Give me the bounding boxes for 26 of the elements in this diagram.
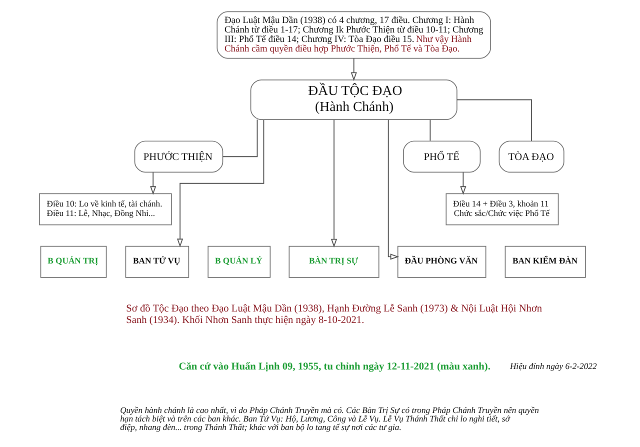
connector xyxy=(456,99,532,142)
label: Sơ đồ Tộc Đạo theo Đạo Luật Mậu Dần (1938), Hạnh Đường Lễ Sanh (1973) & Nội Luật Hội Nhơn Sanh (1934). Khối Nhơn Sanh thực hiện ngày 8-10-2021. xyxy=(126,304,542,326)
label: Căn cứ vào Huấn Lịnh 09, 1955, tu chỉnh ngày 12-11-2021 (màu xanh). xyxy=(178,361,490,372)
node-box: PHƯỚC THIỆN xyxy=(134,140,224,173)
node-box: Đạo Luật Mậu Dần (1938) có 4 chương, 17 điều. Chương I: Hành Chánh từ điều 1-17; Chương Ik Phước Thiện từ điều 10-11; Chương III: Phổ Tế điều 14; Chương IV: Tòa Đạo điều 15. Như vậy Hành Chánh cầm quyền điều hợp Phước Thiện, Phổ Tế và Tòa Đạo. xyxy=(216,11,491,59)
arrow xyxy=(176,120,264,248)
arrow xyxy=(460,172,466,195)
connector xyxy=(430,119,431,142)
label: Quyền hành chánh là cao nhất, vì do Pháp Chánh Truyền mà có. Các Bàn Trị Sự có trong Pháp Chánh Truyền nên quyền hạn tách biệt và trên các ban khác. Ban Tứ Vụ: Hộ, Lương, Công và Lễ Vụ. Lễ Vụ Thánh Thất chỉ lo nghi tiết, sớ điệp, nhang đèn... trong Thánh Thất; khác với ban bộ lo tang tế sự nơi các tư gia. xyxy=(120,404,539,432)
arrow xyxy=(150,172,156,195)
label: Hiệu đính ngày 6-2-2022 xyxy=(510,360,597,371)
node-box: Điều 14 + Điều 3, khoản 11 Chức sắc/Chức việc Phổ Tế xyxy=(446,193,559,226)
node-box: B QUẢN LÝ xyxy=(208,246,271,278)
arrow xyxy=(350,58,357,82)
node-box: ĐẦU TỘC ĐẠO (Hành Chánh) xyxy=(250,79,458,120)
node-box: B QUẢN TRỊ xyxy=(40,246,107,278)
node-box: BAN KIỂM ĐÀN xyxy=(504,246,586,278)
node-box: BAN TỨ VỤ xyxy=(125,246,190,278)
node-box: TÒA ĐẠO xyxy=(498,140,564,173)
node-box: ĐẦU PHÒNG VĂN xyxy=(397,246,486,278)
node-box: PHỔ TẾ xyxy=(403,140,481,173)
node-box: BÀN TRỊ SỰ xyxy=(288,246,380,278)
node-box: Điều 10: Lo về kinh tế, tài chánh. Điều 11: Lễ, Nhạc, Đồng Nhi... xyxy=(39,193,172,226)
arrow xyxy=(388,119,400,260)
connector xyxy=(222,119,258,158)
arrow xyxy=(330,119,338,248)
